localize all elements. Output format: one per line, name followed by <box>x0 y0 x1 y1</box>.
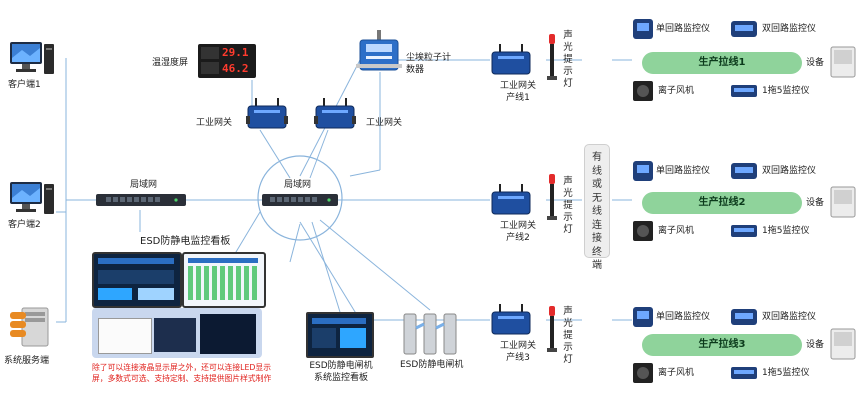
production-line-2: 生产拉线2 <box>642 192 802 214</box>
line-gateway-2-label: 工业网关产线2 <box>499 221 536 243</box>
wired-wireless-label: 有线或无线连接终端 <box>592 152 602 271</box>
ion-fan-icon <box>633 363 653 383</box>
temp-icon <box>201 47 219 59</box>
client-2-label: 客户端2 <box>8 220 41 230</box>
monitor-device-icon <box>731 163 757 179</box>
dual-monitor-label-1: 双回路监控仪 <box>762 24 817 34</box>
dual-monitor-label-2: 双回路监控仪 <box>762 166 817 176</box>
network-switch-icon <box>262 194 338 206</box>
esd-gate-board-label: ESD防静电闸机系统监控看板 <box>309 361 373 383</box>
single-monitor-label-1: 单回路监控仪 <box>656 24 711 34</box>
esd-gate-screen <box>306 312 374 358</box>
sound-light-alarm-icon <box>547 174 557 220</box>
equipment-label-2: 设备 <box>806 198 825 208</box>
dust-counter-icon <box>356 30 402 71</box>
server-icon <box>10 307 49 347</box>
industrial-gateway-icon <box>491 44 531 75</box>
ion-fan-icon <box>633 81 653 101</box>
one-to-five-label-3: 1拖5监控仪 <box>762 368 810 378</box>
sound-light-label-1: 声光提示灯 <box>563 30 573 89</box>
humidity-icon <box>201 62 219 74</box>
desktop-computer-icon <box>10 42 54 74</box>
line-gateway-3-label: 工业网关产线3 <box>499 341 536 363</box>
production-line-3: 生产拉线3 <box>642 334 802 356</box>
gateway-b-label: 工业网关 <box>366 118 403 128</box>
sound-light-label-3: 声光提示灯 <box>563 306 573 365</box>
led-panel-group <box>92 308 262 358</box>
equipment-cabinet-icon <box>830 328 856 360</box>
monitor-device-icon <box>633 19 653 39</box>
ion-fan-label-3: 离子风机 <box>658 368 695 378</box>
sound-light-alarm-icon <box>547 34 557 80</box>
monitor-device-icon <box>731 225 757 237</box>
ion-fan-label-1: 离子风机 <box>658 86 695 96</box>
sound-light-alarm-icon <box>547 306 557 352</box>
temp-humidity-label: 温湿度屏 <box>152 58 189 68</box>
production-line-1: 生产拉线1 <box>642 52 802 74</box>
dual-monitor-label-3: 双回路监控仪 <box>762 312 817 322</box>
led-support-note: 除了可以连接液晶显示屏之外，还可以连接LED显示屏，多数式可选、支持定制、支持提… <box>92 363 272 383</box>
esd-board-label: ESD防静电监控看板 <box>140 236 231 247</box>
industrial-gateway-icon <box>246 98 288 129</box>
turnstile-gate-icon <box>403 313 457 355</box>
industrial-gateway-icon <box>491 184 531 215</box>
industrial-gateway-icon <box>314 98 356 129</box>
monitor-device-icon <box>633 307 653 327</box>
equipment-cabinet-icon <box>830 46 856 78</box>
lan-left-label: 局域网 <box>130 180 158 190</box>
equipment-cabinet-icon <box>830 186 856 218</box>
humidity-value: 46.2 <box>222 62 249 75</box>
lan-center-label: 局域网 <box>284 180 312 190</box>
wired-wireless-terminal: 有线或无线连接终端 <box>584 144 610 271</box>
one-to-five-label-1: 1拖5监控仪 <box>762 86 810 96</box>
esd-screen-right <box>182 252 266 308</box>
desktop-computer-icon <box>10 182 54 214</box>
single-monitor-label-3: 单回路监控仪 <box>656 312 711 322</box>
monitor-device-icon <box>731 85 757 97</box>
industrial-gateway-icon <box>491 304 531 335</box>
dust-counter-label: 尘埃粒子计数器 <box>406 53 452 75</box>
ion-fan-icon <box>633 221 653 241</box>
temp-humidity-display: 29.1 46.2 <box>198 44 256 78</box>
esd-screen-left <box>92 252 182 308</box>
server-label: 系统服务端 <box>4 356 50 366</box>
temp-value: 29.1 <box>222 46 249 59</box>
esd-gate-label: ESD防静电闸机 <box>400 360 464 370</box>
monitor-device-icon <box>731 367 757 379</box>
single-monitor-label-2: 单回路监控仪 <box>656 166 711 176</box>
equipment-label-3: 设备 <box>806 340 825 350</box>
gateway-a-label: 工业网关 <box>196 118 233 128</box>
line-gateway-1-label: 工业网关产线1 <box>499 81 536 103</box>
monitor-device-icon <box>731 21 757 37</box>
network-switch-icon <box>96 194 186 206</box>
one-to-five-label-2: 1拖5监控仪 <box>762 226 810 236</box>
client-1-label: 客户端1 <box>8 80 41 90</box>
monitor-device-icon <box>633 161 653 181</box>
equipment-label-1: 设备 <box>806 58 825 68</box>
monitor-device-icon <box>731 309 757 325</box>
sound-light-label-2: 声光提示灯 <box>563 176 573 235</box>
ion-fan-label-2: 离子风机 <box>658 226 695 236</box>
